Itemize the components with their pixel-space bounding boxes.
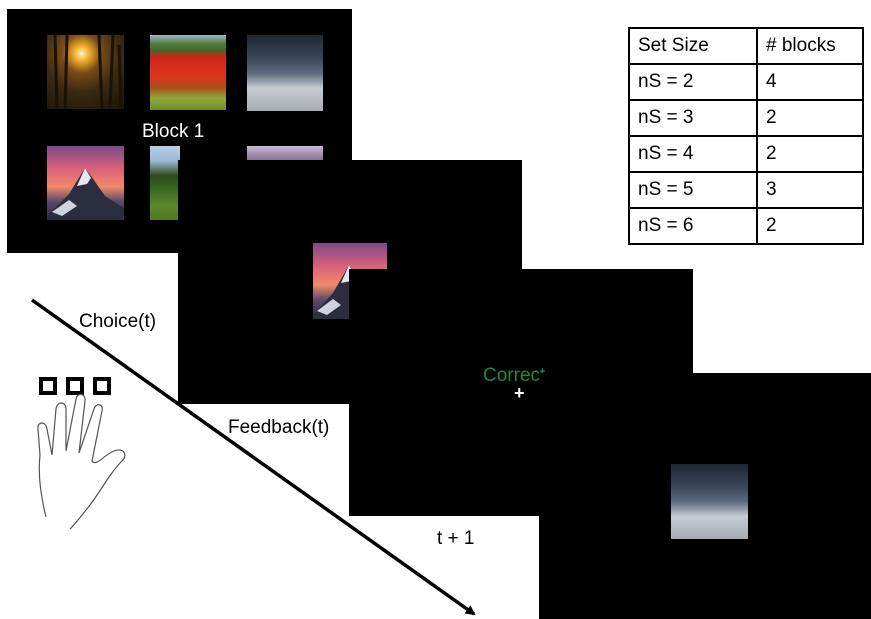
stormy-sea-stimulus xyxy=(671,464,748,539)
set-size-table: Set Size # blocks nS = 2 4 nS = 3 2 nS =… xyxy=(628,27,864,245)
mountain-sunset-image xyxy=(47,146,124,220)
table-row: nS = 5 3 xyxy=(628,171,864,209)
key-square-icon xyxy=(93,377,111,395)
table-row: nS = 2 4 xyxy=(628,63,864,101)
table-header-row: Set Size # blocks xyxy=(628,27,864,65)
blocks-cell: 2 xyxy=(756,207,864,245)
forest-sunset-image xyxy=(47,35,124,109)
lake-trees-image xyxy=(150,146,180,220)
response-keys xyxy=(39,377,111,395)
key-square-icon xyxy=(66,377,84,395)
choice-label: Choice(t) xyxy=(79,311,157,332)
block-screen: Block 1 xyxy=(7,9,352,253)
next-trial-label: t + 1 xyxy=(437,528,475,549)
set-size-cell: nS = 3 xyxy=(628,99,758,137)
table-row: nS = 6 2 xyxy=(628,207,864,245)
header-set-size: Set Size xyxy=(628,27,758,65)
set-size-cell: nS = 5 xyxy=(628,171,758,209)
table-row: nS = 4 2 xyxy=(628,135,864,173)
stormy-sea-image xyxy=(247,35,323,111)
blocks-cell: 2 xyxy=(756,99,864,137)
next-trial-screen xyxy=(539,373,871,619)
key-square-icon xyxy=(39,377,57,395)
hand-icon xyxy=(37,393,126,530)
set-size-cell: nS = 6 xyxy=(628,207,758,245)
fixation-cross: + xyxy=(514,383,525,403)
blocks-cell: 2 xyxy=(756,135,864,173)
table-row: nS = 3 2 xyxy=(628,99,864,137)
blocks-cell: 3 xyxy=(756,171,864,209)
block-label: Block 1 xyxy=(142,121,205,142)
set-size-cell: nS = 2 xyxy=(628,63,758,101)
poppy-field-image xyxy=(150,35,226,110)
set-size-cell: nS = 4 xyxy=(628,135,758,173)
feedback-text: Correct xyxy=(483,365,546,386)
header-blocks: # blocks xyxy=(756,27,864,65)
blocks-cell: 4 xyxy=(756,63,864,101)
feedback-label: Feedback(t) xyxy=(228,417,330,438)
